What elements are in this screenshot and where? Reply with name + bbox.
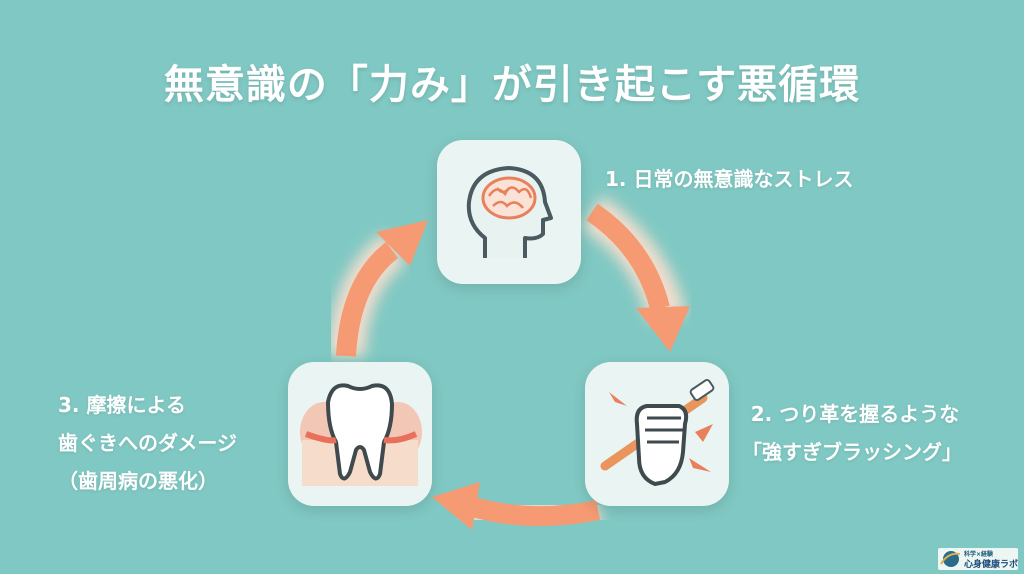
head-brain-icon xyxy=(466,166,553,258)
logo-name: 心身健康ラボ xyxy=(964,560,1019,570)
brand-logo: 科学×経験 心身健康ラボ xyxy=(938,548,1018,570)
logo-globe-icon xyxy=(940,551,961,567)
step-2-card xyxy=(585,362,729,506)
arrow-1-to-2 xyxy=(581,196,690,352)
step-2-text-line1: 2. つり革を握るような xyxy=(750,402,960,426)
step-3-text-line2: 歯ぐきへのダメージ xyxy=(58,431,237,455)
step-3-text-line1: 3. 摩擦による xyxy=(58,393,186,417)
step-3-label: 3. 摩擦による 歯ぐきへのダメージ （歯周病の悪化） xyxy=(58,386,237,500)
step-1-card xyxy=(437,140,581,284)
step-3-card xyxy=(288,362,432,506)
arrow-2-to-3 xyxy=(432,482,603,536)
step-2-text-line2: 「強すぎブラッシング」 xyxy=(742,440,962,464)
step-1-label: 1. 日常の無意識なストレス xyxy=(605,160,853,198)
step-3-text-line3: （歯周病の悪化） xyxy=(58,469,218,493)
page-title: 無意識の「力み」が引き起こす悪循環 xyxy=(163,62,861,108)
arrow-3-to-1 xyxy=(327,220,428,358)
logo-tagline: 科学×経験 xyxy=(964,551,994,558)
inflamed-tooth-icon xyxy=(300,383,422,486)
step-1-text: 1. 日常の無意識なストレス xyxy=(605,167,854,191)
step-2-label: 2. つり革を握るような 「強すぎブラッシング」 xyxy=(742,395,962,471)
fist-toothbrush-icon xyxy=(600,379,715,486)
